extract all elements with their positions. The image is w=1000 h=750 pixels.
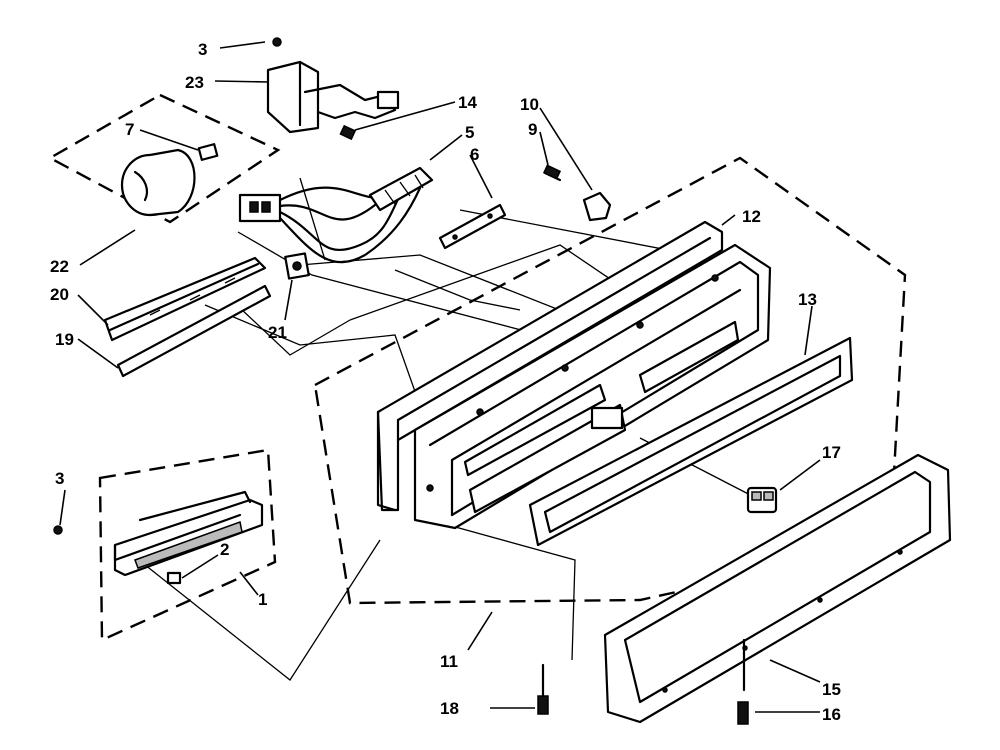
callout-21: 21 (268, 323, 287, 342)
callout-2: 2 (220, 540, 229, 559)
motor-assembly-dashed-outline (47, 93, 281, 224)
callout-22: 22 (50, 257, 69, 276)
callout-13: 13 (798, 290, 817, 309)
switch-part-10 (542, 164, 612, 222)
callout-12: 12 (742, 207, 761, 226)
callout-16: 16 (822, 705, 841, 724)
callout-15: 15 (822, 680, 841, 699)
callout-20: 20 (50, 285, 69, 304)
callout-10: 10 (520, 95, 539, 114)
overlay-part-13 (528, 336, 854, 547)
trim-part-15 (603, 453, 952, 724)
switch-board-part-1 (53, 490, 264, 585)
strip-part-19 (116, 284, 272, 378)
clip-part-21 (284, 252, 310, 280)
callout-7: 7 (125, 120, 134, 139)
callout-3-top: 3 (198, 40, 207, 59)
screw-part-18 (537, 663, 549, 715)
callout-6: 6 (470, 145, 479, 164)
callout-labels: 3 23 14 10 9 5 6 7 12 22 20 19 21 13 17 … (50, 40, 841, 724)
button-part-17 (746, 486, 778, 514)
strip-part-20 (103, 256, 267, 342)
callout-23: 23 (185, 73, 204, 92)
switch-assembly-dashed-outline (98, 448, 277, 642)
bracket-part-23 (266, 37, 400, 134)
leader-lines (59, 41, 821, 713)
panel-inner-frame (413, 243, 772, 530)
screw-part-16 (737, 638, 749, 725)
callout-9: 9 (528, 120, 537, 139)
callout-18: 18 (440, 699, 459, 718)
motor-part-22 (120, 143, 219, 217)
bracket-part-6 (438, 203, 507, 250)
callout-19: 19 (55, 330, 74, 349)
callout-17: 17 (822, 443, 841, 462)
wire-harness-part-5 (238, 166, 434, 264)
callout-14: 14 (458, 93, 477, 112)
callout-5: 5 (465, 123, 474, 142)
callout-1: 1 (258, 590, 267, 609)
screw-part-14 (339, 124, 357, 141)
callout-11: 11 (440, 652, 458, 671)
callout-3-left: 3 (55, 469, 64, 488)
